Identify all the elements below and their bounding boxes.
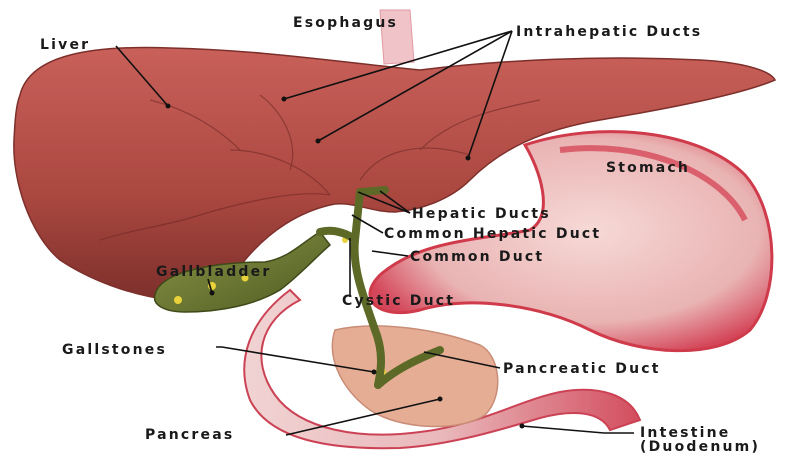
label-pancreas: Pancreas [145, 427, 234, 443]
label-pancreatic-duct: Pancreatic Duct [503, 361, 661, 377]
label-common-hepatic-duct: Common Hepatic Duct [384, 226, 601, 242]
label-esophagus: Esophagus [293, 15, 398, 31]
label-gallbladder: Gallbladder [156, 264, 271, 280]
label-duodenum: (Duodenum) [640, 440, 760, 454]
label-gallstones: Gallstones [62, 342, 167, 358]
label-cystic-duct: Cystic Duct [342, 293, 455, 309]
label-hepatic-ducts: Hepatic Ducts [412, 206, 551, 222]
label-intrahepatic-ducts: Intrahepatic Ducts [516, 24, 702, 40]
label-stomach: Stomach [606, 160, 690, 176]
pancreas-shape [332, 326, 497, 427]
label-common-duct: Common Duct [410, 249, 544, 265]
label-liver: Liver [40, 37, 90, 53]
